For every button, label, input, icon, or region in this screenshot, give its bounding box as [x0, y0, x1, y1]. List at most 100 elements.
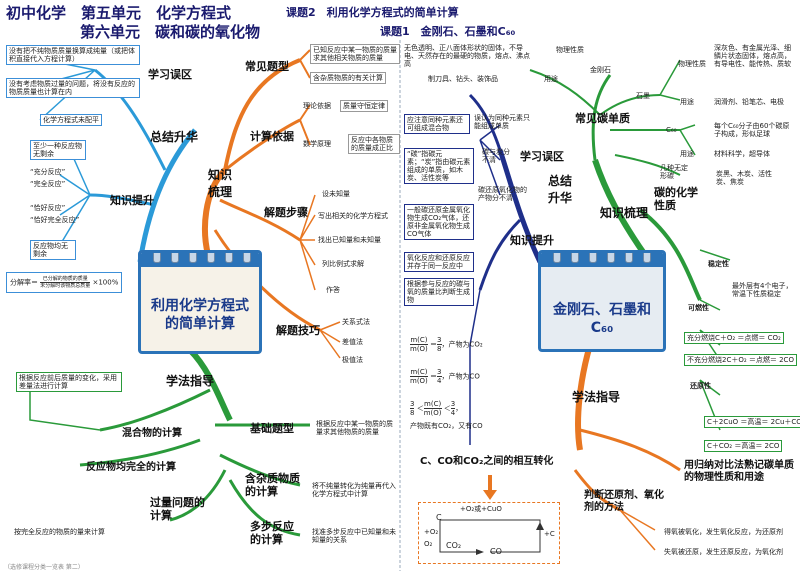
- ratio3-low-den: 8: [410, 409, 415, 417]
- branch-basic-type: 基础题型: [250, 422, 294, 435]
- calc-math-value: 反应中各物质的质量成正比: [348, 134, 400, 154]
- multistep-desc: 找准多步反应中已知量和未知量的关系: [312, 528, 396, 544]
- method-right-2: 判断还原剂、氧化剂的方法: [584, 490, 664, 513]
- chem-full-combustion: 充分燃烧C＋O₂ ＝点燃＝ CO₂: [684, 332, 784, 344]
- diamond-uses: 制刀具、钻头、装饰品: [428, 75, 498, 83]
- tip-item-1: 关系式法: [342, 318, 370, 326]
- conversion-node-c: C: [436, 513, 442, 522]
- step-item-5: 作答: [326, 286, 340, 294]
- branch-method-left: 学法指导: [166, 374, 215, 388]
- misconception-left-1: 没有把不纯物质质量换算成纯量（或把体积直接代入方程计算）: [6, 45, 140, 65]
- method-note-1: 根据反应前后质量的变化，采用差量法进行计算: [16, 372, 122, 392]
- method-item-mixture: 混合物的计算: [122, 428, 182, 439]
- ratio3-high-num: 3: [450, 400, 456, 409]
- misconception-left-3: 化学方程式未配平: [40, 114, 102, 126]
- conversion-plus-o2: +O₂: [424, 528, 439, 536]
- c60-use-label: 用途: [680, 150, 694, 158]
- ratio-item-3-result: 产物既有CO₂，又有CO: [410, 422, 483, 430]
- branch-chem-props: 碳的化学性质: [654, 186, 698, 212]
- branch-misconceptions-right: 学习误区: [520, 150, 564, 163]
- improve-item-5: “恰好完全反应”: [30, 216, 80, 224]
- header-subtitle-line1: 课题2 利用化学方程式的简单计算: [286, 6, 459, 19]
- improve-item-1: 至少一种反应物无剩余: [30, 140, 86, 160]
- branch-improve-right: 知识提升: [510, 234, 554, 247]
- branch-summary-right: 总结升华: [548, 174, 573, 205]
- misconception-right-2: 误认为同种元素只能组成单质: [474, 114, 530, 130]
- improve-item-2: “充分反应”: [30, 168, 66, 176]
- diamond-physical: 无色透明、正八面体形状的固体，不导电、天然存在的最硬的物质，熔点、沸点高: [404, 44, 530, 68]
- misconception-right-6: 一般碳还原金属氧化物生成CO₂气体，还原非金属氧化物生成CO气体: [404, 204, 474, 240]
- redox-item-1: 得氧被氧化，发生氧化反应，为还原剂: [664, 528, 783, 536]
- diamond-use-label: 用途: [544, 75, 558, 83]
- amorphous-items: 炭黑、木炭、活性炭、焦炭: [716, 170, 772, 186]
- step-item-4: 列比例式求解: [322, 260, 364, 268]
- right-center-title: 金刚石、石墨和C₆₀: [553, 302, 651, 336]
- redox-item-2: 失氧被还原，发生还原反应，为氧化剂: [664, 548, 783, 556]
- misconception-right-5: 碳还原氧化物的产物分不清: [478, 186, 527, 202]
- branch-knowledge-comb-left: 知识梳理: [208, 168, 233, 199]
- branch-misconceptions-left: 学习误区: [148, 68, 192, 81]
- ratio3-mid-den: m(O): [423, 409, 442, 417]
- ratio2-lhs-den: m(O): [410, 377, 428, 385]
- branch-tips: 解题技巧: [276, 324, 320, 337]
- conversion-node-co2: CO₂: [446, 541, 462, 550]
- branch-calc-basis: 计算依据: [250, 130, 294, 143]
- c60-label: C₆₀: [666, 126, 677, 134]
- diamond-physical-label: 物理性质: [556, 46, 584, 54]
- step-item-2: 写出相关的化学方程式: [318, 212, 388, 220]
- branch-overload: 过量问题的计算: [150, 496, 205, 522]
- improve-item-4: “恰好反应”: [30, 204, 66, 212]
- header-title-line2: 第六单元 碳和碳的氧化物: [80, 23, 261, 41]
- branch-knowledge-comb-right: 知识梳理: [600, 206, 649, 220]
- chem-stability: 稳定性: [708, 260, 729, 268]
- formula-numerator: 已分解的物质的质量: [40, 276, 91, 283]
- common-type-item-1: 已知反应中某一物质的质量求其他相关物质的质量: [310, 44, 400, 64]
- branch-method-right: 学法指导: [572, 390, 621, 404]
- graphite-uses: 润滑剂、铅笔芯、电极: [714, 98, 784, 106]
- calc-math-label: 数学原理: [303, 140, 331, 148]
- misconception-right-1: 应注意同种元素还可组成混合物: [404, 114, 470, 134]
- branch-common-types: 常见题型: [245, 60, 289, 73]
- branch-common-carbon: 常见碳单质: [575, 112, 630, 125]
- improve-item-3: “完全反应”: [30, 180, 66, 188]
- ratio1-lhs-den: m(O): [410, 345, 428, 353]
- step-item-1: 设未知量: [322, 190, 350, 198]
- branch-steps: 解题步骤: [264, 206, 308, 219]
- ratio3-mid-num: m(C): [423, 400, 442, 409]
- method-right-1: 用归纳对比法熟记碳单质的物理性质和用途: [684, 460, 794, 483]
- calc-theory-label: 理论依据: [303, 102, 331, 110]
- ratio2-rhs-den: 4: [437, 377, 442, 385]
- chem-reduction-1: C＋2CuO ＝高温＝ 2Cu＋CO₂↑: [704, 416, 800, 428]
- chem-flammable: 可燃性: [688, 304, 709, 312]
- ratio3-low-num: 3: [410, 400, 415, 409]
- misconception-right-3: “碳”指碳元素；“炭”指由碳元素组成的单质，如木炭、活性炭等: [404, 148, 474, 184]
- decomposition-formula: 分解率＝ 已分解的物质的质量 未分解时该物质总质量 ×100%: [6, 272, 123, 293]
- branch-impure: 含杂质物质的计算: [245, 472, 300, 498]
- chem-reducing: 还原性: [690, 382, 711, 390]
- ratio1-text: ，产物为CO₂: [441, 340, 483, 349]
- ratio2-rhs-num: 3: [437, 368, 442, 377]
- impure-desc: 将不纯量转化为纯量再代入化学方程式中计算: [312, 482, 396, 498]
- ratio1-lhs-num: m(C): [410, 336, 428, 345]
- calc-theory-value: 质量守恒定律: [340, 100, 388, 112]
- graphite-use-label: 用途: [680, 98, 694, 106]
- branch-improve-left: 知识提升: [110, 194, 154, 207]
- c60-desc: 每个C₆₀分子由60个碳原子构成，形似足球: [714, 122, 790, 138]
- header-subtitle-line2: 课题1 金刚石、石墨和C₆₀: [380, 25, 516, 38]
- overload-desc: 按完全反应的物质的量来计算: [14, 528, 105, 536]
- c60-uses: 材料科学，超导体: [714, 150, 770, 158]
- chem-partial-combustion: 不充分燃烧2C＋O₂ ＝点燃＝ 2CO: [684, 354, 797, 366]
- ratio2-text: ，产物为CO: [441, 372, 480, 381]
- basic-type-desc: 根据反应中某一物质的质量求其他物质的质量: [316, 420, 393, 436]
- ratio1-rhs-den: 8: [437, 345, 442, 353]
- conversion-o2: O₂: [424, 540, 433, 548]
- conversion-node-co: CO: [490, 547, 502, 556]
- misconception-left-2: 没有考虑物质过量的问题，将没有反应的物质质量也计算在内: [6, 78, 140, 98]
- formula-label: 分解率＝: [10, 278, 38, 287]
- common-type-item-2: 含杂质物质的有关计算: [310, 72, 386, 84]
- branch-summary-left: 总结升华: [150, 130, 199, 144]
